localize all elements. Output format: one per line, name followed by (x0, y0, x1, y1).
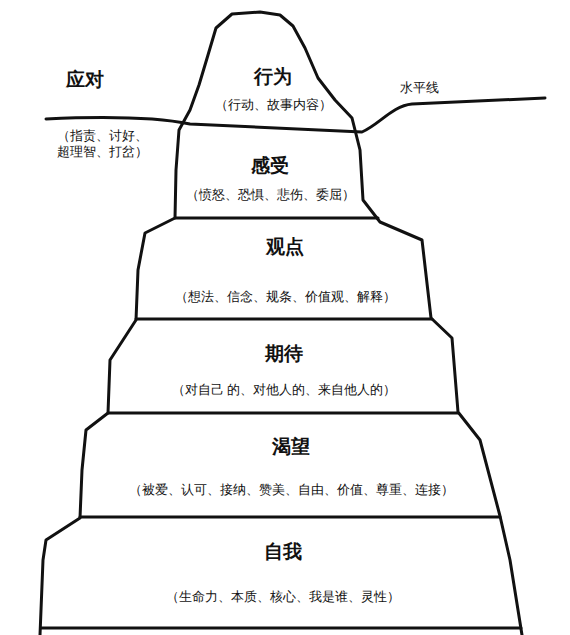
layer-divider (108, 412, 458, 415)
iceberg-layer: 观点 （想法、信念、规条、价值观、解释） (140, 222, 430, 316)
layer-title: 渴望 (84, 435, 498, 458)
layer-detail: （愤怒、恐惧、悲伤、委屈） (180, 187, 360, 202)
iceberg-outline (40, 12, 522, 635)
iceberg-layer: 期待 （对自己 的、对他人的、来自他人的） (112, 322, 456, 410)
layer-divider (80, 516, 500, 519)
layer-divider (175, 217, 378, 220)
layer-detail: （生命力、本质、核心、我是谁、灵性） (46, 589, 520, 604)
iceberg-layer: 感受 （愤怒、恐惧、悲伤、委屈） (180, 140, 360, 214)
layer-title: 自我 (46, 540, 520, 563)
layer-detail: （对自己 的、对他人的、来自他人的） (112, 382, 456, 397)
coping-label: 应对 (66, 68, 126, 92)
layer-title: 感受 (180, 154, 360, 177)
iceberg-layer: 自我 （生命力、本质、核心、我是谁、灵性） (46, 520, 520, 626)
iceberg-layer: 行为 （行动、故事内容） (198, 55, 348, 121)
iceberg-layer: 渴望 （被爱、认可、接纳、赞美、自由、价值、尊重、连接） (84, 416, 498, 514)
layer-detail: （想法、信念、规条、价值观、解释） (140, 289, 430, 304)
layer-detail: （被爱、认可、接纳、赞美、自由、价值、尊重、连接） (84, 482, 498, 497)
layer-title: 观点 (140, 235, 430, 258)
layer-title: 期待 (112, 342, 456, 365)
layer-detail: （行动、故事内容） (198, 97, 348, 112)
layer-title: 行为 (198, 65, 348, 88)
waterline-label: 水平线 (400, 80, 470, 96)
layer-divider (41, 627, 521, 630)
layer-divider (136, 318, 432, 321)
coping-list: （指责、讨好、 超理智、打岔） (50, 128, 154, 159)
